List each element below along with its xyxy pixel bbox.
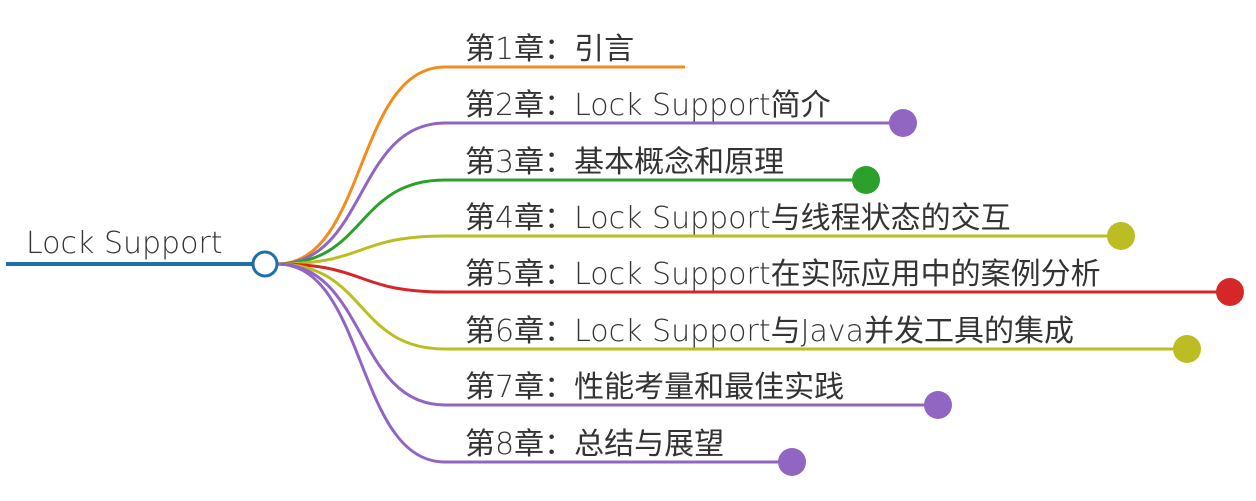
root-label: Lock Support xyxy=(26,226,223,261)
branch-node-7[interactable] xyxy=(924,391,952,419)
branch-line-4 xyxy=(276,234,1121,266)
branch-line-1 xyxy=(276,65,685,266)
branch-line-3 xyxy=(276,178,866,266)
branch-node-2[interactable] xyxy=(889,109,917,137)
branch-line-6 xyxy=(276,262,1187,351)
branch-label-2[interactable]: 第2章：Lock Support简介 xyxy=(465,88,831,123)
branch-label-4[interactable]: 第4章：Lock Support与线程状态的交互 xyxy=(465,201,1011,236)
branch-node-8[interactable] xyxy=(778,448,806,476)
branch-node-5[interactable] xyxy=(1216,278,1244,306)
branch-label-5[interactable]: 第5章：Lock Support在实际应用中的案例分析 xyxy=(465,257,1101,292)
branch-line-8 xyxy=(276,262,792,464)
branch-line-2 xyxy=(276,121,903,266)
branch-label-7[interactable]: 第7章：性能考量和最佳实践 xyxy=(465,370,844,405)
branch-node-6[interactable] xyxy=(1173,335,1201,363)
root-node[interactable] xyxy=(251,250,279,278)
branch-label-8[interactable]: 第8章：总结与展望 xyxy=(465,427,724,462)
branch-node-3[interactable] xyxy=(852,166,880,194)
branch-node-4[interactable] xyxy=(1107,222,1135,250)
branch-line-5 xyxy=(276,262,1230,294)
branch-label-1[interactable]: 第1章：引言 xyxy=(465,32,634,67)
branch-label-6[interactable]: 第6章：Lock Support与Java并发工具的集成 xyxy=(465,314,1074,349)
branch-line-7 xyxy=(276,262,938,407)
branch-label-3[interactable]: 第3章：基本概念和原理 xyxy=(465,145,784,180)
